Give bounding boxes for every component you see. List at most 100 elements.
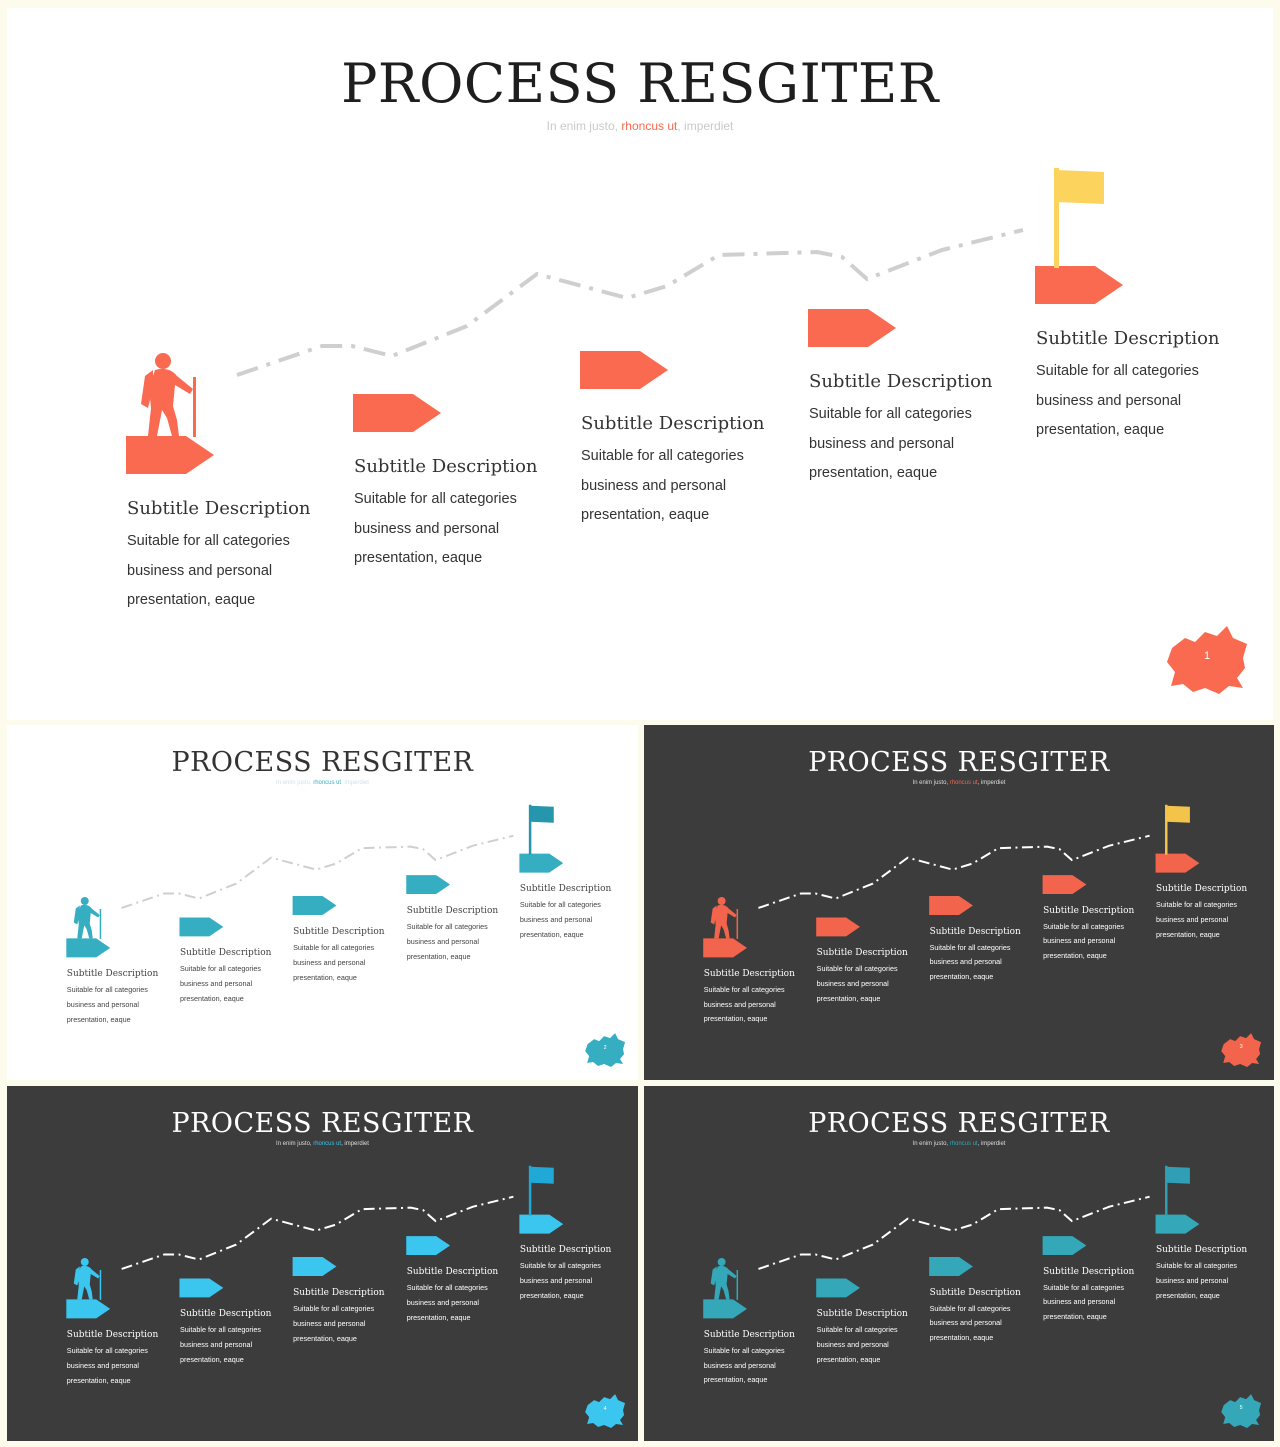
hiker-icon bbox=[141, 353, 196, 437]
slide-4: PROCESS RESGITER In enim justo, rhoncus u… bbox=[7, 1086, 638, 1441]
step-tag-1 bbox=[66, 938, 111, 958]
step-tag-4 bbox=[406, 875, 451, 895]
step-tag-3 bbox=[580, 351, 668, 389]
subtitle-highlight: rhoncus ut bbox=[313, 780, 342, 787]
slide-graphics bbox=[703, 1165, 1262, 1429]
route-path bbox=[758, 834, 1150, 909]
subtitle-text-2: , imperdiet bbox=[341, 780, 369, 787]
page-title: PROCESS RESGITER bbox=[808, 746, 1110, 778]
step-title: Subtitle Description bbox=[1156, 884, 1248, 895]
step-tag-4 bbox=[406, 1236, 451, 1256]
page-number: 2 bbox=[603, 1044, 607, 1051]
subtitle-text-1: In enim justo, bbox=[912, 1141, 950, 1148]
step-title: Subtitle Description bbox=[293, 926, 385, 937]
step-tag-3 bbox=[929, 896, 973, 915]
step-title: Subtitle Description bbox=[66, 1330, 159, 1341]
step-title: Subtitle Description bbox=[1036, 328, 1220, 349]
step-description: Suitable for all categories business and… bbox=[929, 942, 1011, 982]
step-tag-2 bbox=[816, 1278, 860, 1298]
step-description: Suitable for all categories business and… bbox=[1156, 1261, 1237, 1300]
flag-icon bbox=[1054, 168, 1104, 268]
step-tag-5 bbox=[1155, 1214, 1200, 1234]
step-tag-1 bbox=[703, 938, 748, 958]
step-description: Suitable for all categories business and… bbox=[66, 1346, 148, 1385]
page-subtitle: In enim justo, rhoncus ut, imperdiet bbox=[7, 780, 638, 786]
subtitle-text-2: , imperdiet bbox=[677, 119, 734, 133]
route-path bbox=[121, 1195, 514, 1270]
page-title: PROCESS RESGITER bbox=[171, 1107, 474, 1139]
subtitle-text-2: , imperdiet bbox=[977, 780, 1006, 787]
page-subtitle: In enim justo, rhoncus ut, imperdiet bbox=[7, 1141, 638, 1147]
step-tag-2 bbox=[179, 1278, 224, 1298]
step-title: Subtitle Description bbox=[354, 456, 538, 477]
step-description: Suitable for all categories business and… bbox=[127, 533, 290, 609]
route-path bbox=[236, 228, 1024, 377]
page-number: 4 bbox=[603, 1405, 607, 1412]
step-tag-3 bbox=[292, 1257, 337, 1276]
step-description: Suitable for all categories business and… bbox=[703, 1345, 785, 1385]
step-description: Suitable for all categories business and… bbox=[703, 984, 785, 1024]
step-title: Subtitle Description bbox=[929, 926, 1021, 937]
subtitle-text-1: In enim justo, bbox=[546, 119, 622, 133]
subtitle-text-1: In enim justo, bbox=[276, 780, 314, 787]
step-title: Subtitle Description bbox=[406, 905, 499, 916]
page-number-splash bbox=[1221, 1033, 1262, 1068]
step-tag-1 bbox=[66, 1299, 111, 1319]
step-description: Suitable for all categories business and… bbox=[929, 1303, 1011, 1343]
hiker-icon bbox=[73, 1258, 102, 1300]
step-title: Subtitle Description bbox=[519, 1245, 612, 1256]
hiker-icon bbox=[73, 897, 102, 939]
step-description: Suitable for all categories business and… bbox=[1036, 363, 1199, 439]
subtitle-text-1: In enim justo, bbox=[276, 1141, 314, 1148]
step-description: Suitable for all categories business and… bbox=[66, 985, 148, 1024]
hiker-icon bbox=[710, 1258, 739, 1300]
step-tag-2 bbox=[816, 917, 860, 937]
page-number: 1 bbox=[1203, 650, 1211, 662]
page-subtitle: In enim justo, rhoncus ut, imperdiet bbox=[644, 1141, 1274, 1147]
step-description: Suitable for all categories business and… bbox=[519, 900, 601, 940]
page-number-splash bbox=[1167, 626, 1247, 694]
step-title: Subtitle Description bbox=[179, 1309, 272, 1320]
step-tag-5 bbox=[1155, 853, 1200, 873]
route-path bbox=[121, 834, 514, 909]
step-title: Subtitle Description bbox=[1043, 1266, 1135, 1277]
step-description: Suitable for all categories business and… bbox=[816, 963, 898, 1003]
route-path bbox=[758, 1195, 1150, 1270]
page-subtitle: In enim justo, rhoncus ut, imperdiet bbox=[7, 119, 1273, 133]
slide-1: PROCESS RESGITER In enim justo, rhoncus u… bbox=[7, 8, 1273, 720]
slide-graphics bbox=[126, 168, 1247, 694]
subtitle-highlight: rhoncus ut bbox=[621, 119, 678, 133]
step-title: Subtitle Description bbox=[179, 948, 272, 959]
step-title: Subtitle Description bbox=[816, 947, 908, 958]
step-tag-4 bbox=[1042, 1236, 1087, 1256]
step-tag-3 bbox=[929, 1257, 973, 1276]
subtitle-highlight: rhoncus ut bbox=[949, 780, 978, 787]
step-title: Subtitle Description bbox=[703, 968, 795, 979]
step-description: Suitable for all categories business and… bbox=[179, 1325, 261, 1364]
page-title: PROCESS RESGITER bbox=[341, 52, 939, 115]
step-title: Subtitle Description bbox=[581, 413, 765, 434]
step-title: Subtitle Description bbox=[703, 1329, 795, 1340]
page-number-splash bbox=[585, 1394, 626, 1429]
step-tag-2 bbox=[353, 394, 441, 432]
step-tag-5 bbox=[519, 1214, 564, 1234]
slide-graphics bbox=[66, 1165, 626, 1429]
